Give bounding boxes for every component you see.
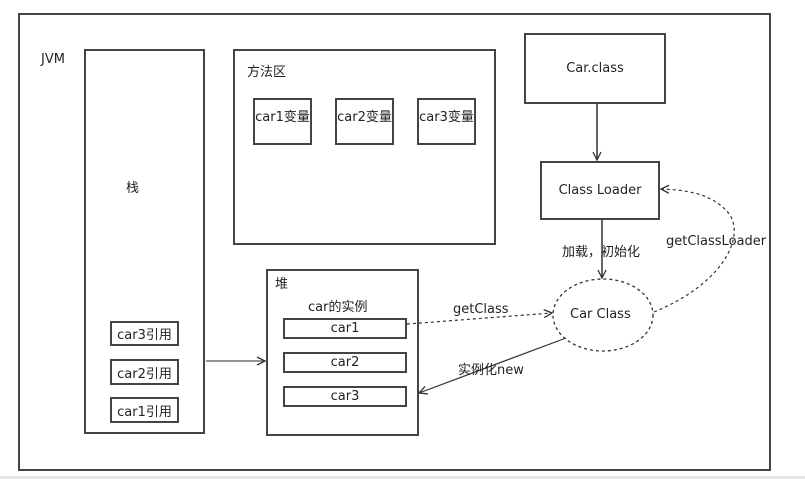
method-var-car2: car2变量 bbox=[335, 98, 394, 145]
heap-subtitle: car的实例 bbox=[308, 300, 368, 315]
heap-instance-car2: car2 bbox=[283, 352, 407, 373]
getclassloader-label: getClassLoader bbox=[666, 234, 767, 249]
method-area-label: 方法区 bbox=[247, 65, 287, 80]
heap-instance-car1: car1 bbox=[283, 318, 407, 339]
getclass-label: getClass bbox=[453, 302, 509, 317]
jvm-label: JVM bbox=[41, 52, 65, 67]
method-area-box bbox=[233, 49, 496, 245]
car-class-ellipse bbox=[552, 278, 654, 352]
stack-ref-car1: car1引用 bbox=[110, 397, 179, 423]
bottom-strip bbox=[0, 476, 805, 479]
stack-ref-car3: car3引用 bbox=[110, 321, 179, 346]
getclass-arrow bbox=[406, 313, 552, 325]
instantiate-arrow bbox=[419, 337, 567, 393]
getclassloader-arrow bbox=[653, 189, 735, 313]
car-class-file-box: Car.class bbox=[524, 33, 666, 104]
method-var-car3: car3变量 bbox=[417, 98, 476, 145]
stack-ref-car2: car2引用 bbox=[110, 359, 179, 385]
car-class-label: Car Class bbox=[570, 307, 631, 322]
heap-instance-car3: car3 bbox=[283, 386, 407, 407]
class-loader-box: Class Loader bbox=[540, 161, 660, 220]
heap-label: 堆 bbox=[275, 277, 289, 292]
stack-label: 栈 bbox=[126, 181, 140, 196]
method-var-car1: car1变量 bbox=[253, 98, 312, 145]
instantiate-label: 实例化new bbox=[458, 363, 524, 378]
load-init-label: 加载，初始化 bbox=[562, 245, 641, 260]
